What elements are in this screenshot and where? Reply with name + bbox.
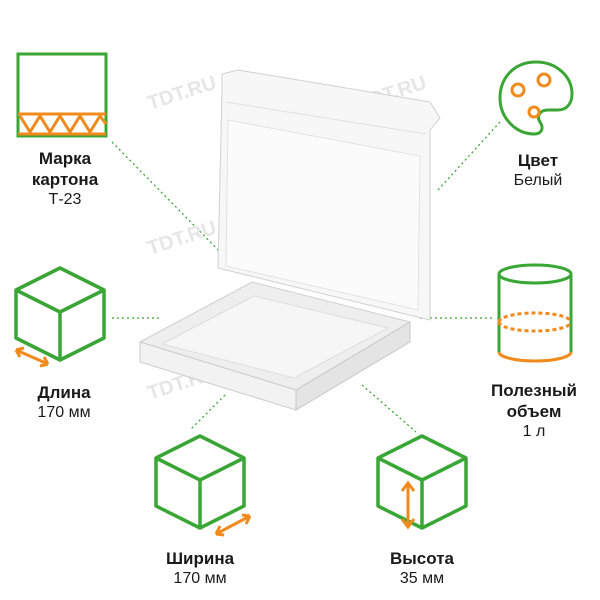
spec-height-title: Высота <box>390 549 454 568</box>
spec-height-value: 35 мм <box>399 570 445 587</box>
white-mailer-box-image <box>138 69 441 411</box>
spec-volume-title-line1: Полезный <box>491 381 577 400</box>
spec-color: Цвет Белый <box>498 150 578 191</box>
spec-volume: Полезный объем 1 л <box>478 380 590 442</box>
spec-width-value: 170 мм <box>173 570 227 587</box>
spec-color-title: Цвет <box>517 151 559 170</box>
spec-color-value: Белый <box>513 172 563 189</box>
spec-length-value: 170 мм <box>37 404 91 421</box>
spec-carton-title-line2: картона <box>31 170 99 189</box>
spec-length-title: Длина <box>37 383 91 402</box>
spec-height: Высота 35 мм <box>372 548 472 589</box>
spec-length: Длина 170 мм <box>16 382 112 423</box>
spec-width: Ширина 170 мм <box>150 548 250 589</box>
spec-volume-title-line2: объем <box>506 402 562 421</box>
cube-width-icon <box>154 434 252 537</box>
cylinder-volume-icon <box>497 263 573 363</box>
spec-volume-value: 1 л <box>522 423 546 440</box>
spec-carton-title-line1: Марка <box>38 149 92 168</box>
spec-carton-value: Т-23 <box>48 191 82 208</box>
corrugated-board-icon <box>16 52 108 138</box>
cube-height-icon <box>376 434 468 530</box>
cube-length-icon <box>14 266 106 368</box>
palette-icon <box>498 60 574 136</box>
spec-width-title: Ширина <box>165 549 235 568</box>
spec-carton: Марка картона Т-23 <box>18 148 112 210</box>
